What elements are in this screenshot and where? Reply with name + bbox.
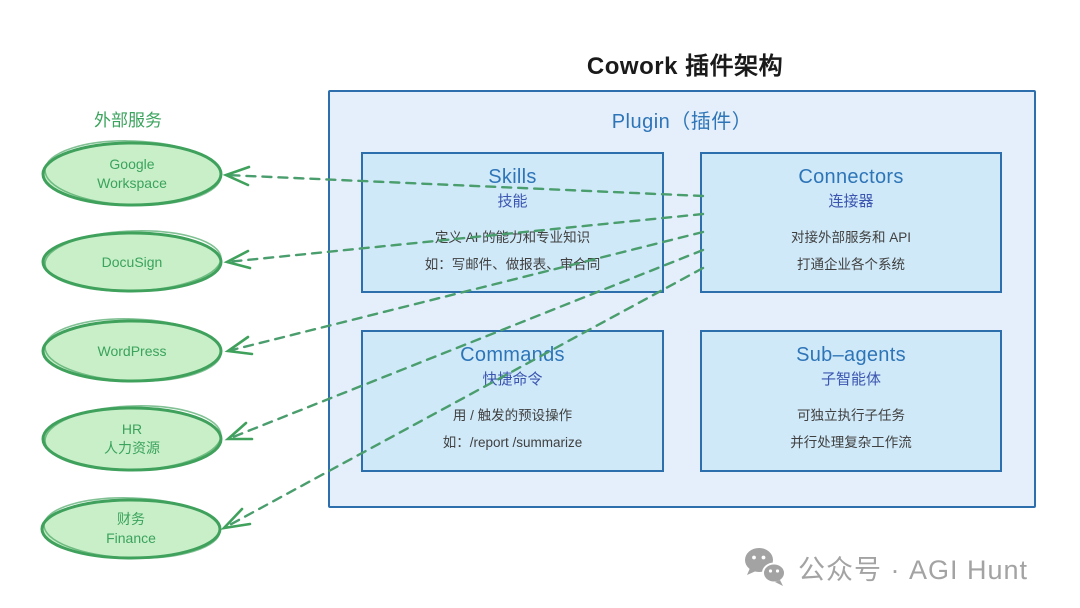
node-label: HR bbox=[121, 421, 143, 437]
module-title: Connectors bbox=[798, 166, 904, 188]
module-subtitle: 快捷命令 bbox=[482, 371, 543, 388]
page-title: Cowork 插件架构 bbox=[586, 53, 784, 80]
node-docusign: DocuSign bbox=[57, 233, 207, 291]
arrowhead-icon bbox=[224, 421, 254, 441]
watermark-text: 公众号 · AGI Hunt bbox=[798, 554, 1029, 585]
module-subtitle: 连接器 bbox=[828, 193, 874, 210]
module-sub-agents: Sub–agents 子智能体 可独立执行子任务 并行处理复杂工作流 bbox=[700, 330, 1002, 472]
module-commands: Commands 快捷命令 用 / 触发的预设操作 如：/report /sum… bbox=[361, 330, 664, 472]
arrowhead-icon bbox=[223, 249, 252, 270]
plugin-heading: Plugin（插件） bbox=[611, 111, 753, 133]
module-desc: 用 / 触发的预设操作 bbox=[452, 408, 573, 423]
node-google-workspace: Google Workspace bbox=[57, 145, 207, 203]
module-subtitle: 技能 bbox=[497, 193, 528, 210]
module-skills: Skills 技能 定义 AI 的能力和专业知识 如：写邮件、做报表、审合同 bbox=[361, 152, 664, 293]
node-label: Finance bbox=[106, 530, 156, 546]
node-label: Google bbox=[109, 156, 155, 172]
node-label: WordPress bbox=[97, 342, 167, 359]
module-desc: 定义 AI 的能力和专业知识 bbox=[434, 230, 591, 245]
module-connectors: Connectors 连接器 对接外部服务和 API 打通企业各个系统 bbox=[700, 152, 1002, 293]
node-finance: 财务 Finance bbox=[56, 500, 206, 558]
module-desc: 并行处理复杂工作流 bbox=[790, 435, 912, 450]
external-services-heading: 外部服务 bbox=[94, 111, 162, 130]
module-desc: 如：/report /summarize bbox=[442, 435, 583, 450]
module-desc: 可独立执行子任务 bbox=[797, 408, 905, 423]
module-desc: 如：写邮件、做报表、审合同 bbox=[424, 257, 601, 272]
node-label: DocuSign bbox=[101, 253, 163, 270]
node-wordpress: WordPress bbox=[57, 322, 207, 380]
arrowhead-icon bbox=[220, 507, 252, 530]
module-title: Sub–agents bbox=[796, 344, 906, 366]
node-label: 财务 bbox=[117, 511, 145, 527]
node-hr: HR 人力资源 bbox=[57, 410, 207, 468]
module-title: Commands bbox=[460, 344, 565, 366]
plugin-container: Plugin（插件） Skills 技能 定义 AI 的能力和专业知识 如：写邮… bbox=[328, 90, 1036, 508]
arrowhead-icon bbox=[222, 165, 251, 187]
node-label: Workspace bbox=[97, 175, 167, 191]
arrowhead-icon bbox=[224, 335, 254, 356]
wechat-icon bbox=[745, 548, 786, 586]
module-desc: 打通企业各个系统 bbox=[797, 257, 905, 272]
module-subtitle: 子智能体 bbox=[820, 371, 881, 388]
watermark: 公众号 · AGI Hunt bbox=[742, 541, 1028, 593]
module-desc: 对接外部服务和 API bbox=[790, 230, 911, 245]
node-label: 人力资源 bbox=[104, 440, 160, 456]
module-title: Skills bbox=[488, 166, 537, 188]
